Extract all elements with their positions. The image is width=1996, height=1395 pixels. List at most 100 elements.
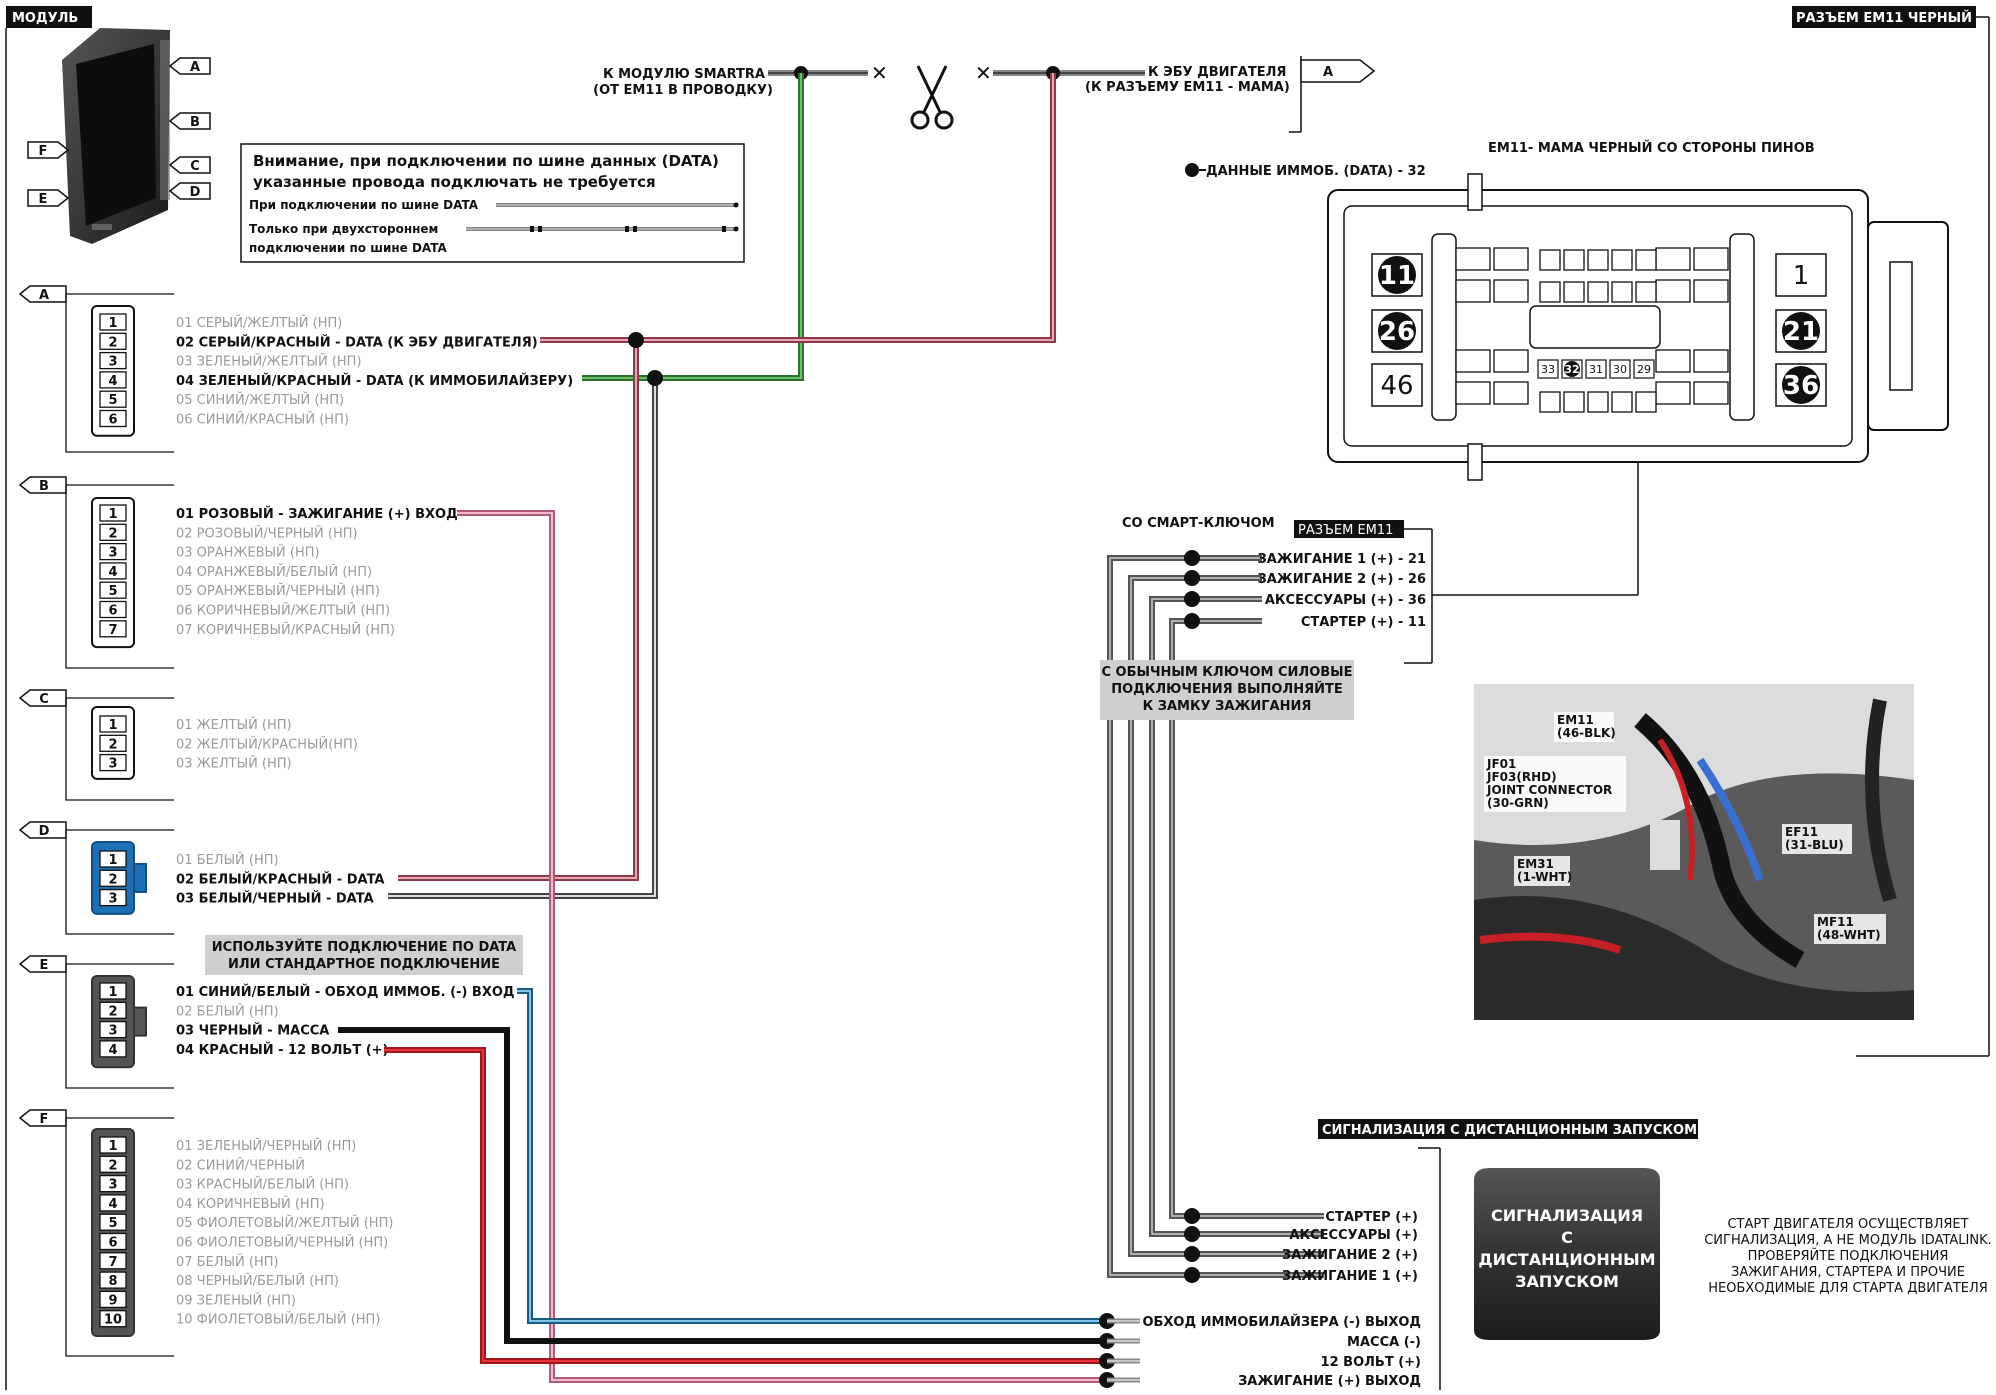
- module-title: МОДУЛЬ: [12, 11, 78, 26]
- pin-number: 1: [108, 1139, 117, 1154]
- pin-box: [99, 1001, 127, 1019]
- cut-mark-right: ✕: [975, 61, 992, 85]
- bottom-output-4: ЗАЖИГАНИЕ (+) ВЫХОД: [1238, 1374, 1421, 1389]
- em11-pin-21: 21: [1783, 317, 1819, 347]
- em11-terminal: [1693, 279, 1729, 303]
- alarm-note-line-4: ЗАЖИГАНИЯ, СТАРТЕРА И ПРОЧИЕ: [1731, 1265, 1965, 1280]
- pin-box: [99, 1040, 127, 1058]
- bottom-output-2: МАССА (-): [1347, 1335, 1421, 1350]
- alarm-output-3: ЗАЖИГАНИЕ 2 (+): [1282, 1248, 1418, 1263]
- wire-label: 08 ЧЕРНЫЙ/БЕЛЫЙ (НП): [176, 1273, 339, 1289]
- pin-number: 6: [108, 1236, 117, 1251]
- em11-terminal: [1611, 281, 1633, 303]
- pin-number: 7: [108, 1255, 117, 1270]
- pin-number: 10: [104, 1313, 122, 1328]
- em11-terminal: [1563, 391, 1585, 413]
- em11-small-pin-33: 33: [1541, 363, 1555, 376]
- bottom-wires: [338, 510, 1115, 1388]
- em11-terminal: [1693, 349, 1729, 373]
- wire-label: 07 БЕЛЫЙ (НП): [176, 1254, 279, 1270]
- alarm-note-line-2: СИГНАЛИЗАЦИЯ, А НЕ МОДУЛЬ IDATALINK.: [1704, 1233, 1992, 1248]
- pin-box: [99, 1310, 127, 1328]
- em11-view-title: EM11- МАМА ЧЕРНЫЙ СО СТОРОНЫ ПИНОВ: [1488, 140, 1815, 156]
- module-port-label: C: [190, 159, 200, 174]
- wire-label: 05 СИНИЙ/ЖЕЛТЫЙ (НП): [176, 392, 344, 408]
- pin-number: 2: [108, 526, 117, 541]
- em11-terminal: [1655, 381, 1691, 405]
- module-header: МОДУЛЬ: [5, 6, 92, 1390]
- em11-terminal: [1655, 349, 1691, 373]
- pin-number: 6: [108, 413, 117, 428]
- wire-label: 03 КРАСНЫЙ/БЕЛЫЙ (НП): [176, 1177, 349, 1193]
- to-ecu-label: К ЭБУ ДВИГАТЕЛЯ: [1148, 65, 1286, 80]
- pin-box: [99, 982, 127, 1000]
- pin-number: 3: [108, 355, 117, 370]
- module-port-label: B: [190, 115, 200, 130]
- smart-key-output-1: ЗАЖИГАНИЕ 1 (+) - 21: [1258, 552, 1427, 567]
- alarm-box: СИГНАЛИЗАЦИЯ С ДИСТАНЦИОННЫМ ЗАПУСКОМ: [1474, 1168, 1660, 1340]
- wire-label: 04 ОРАНЖЕВЫЙ/БЕЛЫЙ (НП): [176, 564, 372, 580]
- em11-terminal: [1635, 391, 1657, 413]
- wire-label: 09 ЗЕЛЕНЫЙ (НП): [176, 1292, 296, 1308]
- connector-flag-label: F: [40, 1112, 49, 1127]
- pin-box: [99, 390, 127, 408]
- bottom-output-3: 12 ВОЛЬТ (+): [1321, 1355, 1421, 1370]
- module-port-e: E: [27, 189, 70, 207]
- module-port-d: D: [168, 182, 211, 200]
- smart-key-output-2: ЗАЖИГАНИЕ 2 (+) - 26: [1258, 572, 1427, 587]
- module-port-b: B: [168, 112, 211, 130]
- pin-box: [99, 1271, 127, 1289]
- pin-box: [99, 1290, 127, 1309]
- wire-label: 01 ЗЕЛЕНЫЙ/ЧЕРНЫЙ (НП): [176, 1138, 356, 1154]
- wire-label: 05 ФИОЛЕТОВЫЙ/ЖЕЛТЫЙ (НП): [176, 1215, 393, 1231]
- alarm-box-3: ДИСТАНЦИОННЫМ: [1478, 1250, 1655, 1269]
- wire-label: 01 ЖЕЛТЫЙ (НП): [176, 717, 292, 733]
- photo-callout-ef11: EF11: [1785, 825, 1818, 839]
- pin-box: [99, 523, 127, 541]
- pin-box: [99, 1155, 127, 1173]
- photo-callout-jf: JF03(RHD): [1486, 770, 1557, 784]
- em11-terminal: [1693, 247, 1729, 271]
- pin-number: 1: [108, 853, 117, 868]
- em11-pin-46: 46: [1380, 371, 1413, 401]
- data-note-1: ИСПОЛЬЗУЙТЕ ПОДКЛЮЧЕНИЕ ПО DATA: [212, 939, 516, 955]
- pin-box: [99, 1020, 127, 1039]
- pin-number: 7: [108, 623, 117, 638]
- pin-box: [99, 409, 127, 428]
- wire-label: 04 ЗЕЛЕНЫЙ/КРАСНЫЙ - DATA (К ИММОБИЛАЙЗЕ…: [176, 373, 573, 389]
- pin-box: [99, 351, 127, 370]
- pin-box: [99, 1194, 127, 1212]
- em11-terminal: [1655, 279, 1691, 303]
- pin-box: [99, 1232, 127, 1251]
- pin-number: 2: [108, 1004, 117, 1019]
- alarm-note: СТАРТ ДВИГАТЕЛЯ ОСУЩЕСТВЛЯЕТСИГНАЛИЗАЦИЯ…: [1704, 1217, 1992, 1296]
- wire-label: 02 БЕЛЫЙ/КРАСНЫЙ - DATA: [176, 871, 385, 887]
- wire-label: 03 БЕЛЫЙ/ЧЕРНЫЙ - DATA: [176, 891, 374, 907]
- wire-label: 10 ФИОЛЕТОВЫЙ/БЕЛЫЙ (НП): [176, 1312, 380, 1328]
- flag-a-label: A: [1323, 65, 1333, 80]
- smart-key-title: СО СМАРТ-КЛЮЧОМ: [1122, 516, 1275, 531]
- wire-label: 03 ЗЕЛЕНЫЙ/ЖЕЛТЫЙ (НП): [176, 354, 362, 370]
- wire-label: 02 ЖЕЛТЫЙ/КРАСНЫЙ(НП): [176, 736, 358, 752]
- em11-terminal: [1493, 349, 1529, 373]
- cut-mark-left: ✕: [871, 61, 888, 85]
- em11-pin-11: 11: [1379, 261, 1415, 291]
- notice-row-data: При подключении по шине DATA: [249, 198, 479, 212]
- photo-callout-em11: (46-BLK): [1557, 726, 1616, 740]
- pin-number: 5: [108, 393, 117, 408]
- em11-terminal: [1587, 281, 1609, 303]
- connector-body: 123: [91, 706, 135, 780]
- pin-number: 1: [108, 316, 117, 331]
- pin-number: 4: [108, 1197, 117, 1212]
- photo-callout-jf: (30-GRN): [1487, 796, 1549, 810]
- to-smartra-sub: (ОТ EM11 В ПРОВОДКУ): [593, 83, 773, 98]
